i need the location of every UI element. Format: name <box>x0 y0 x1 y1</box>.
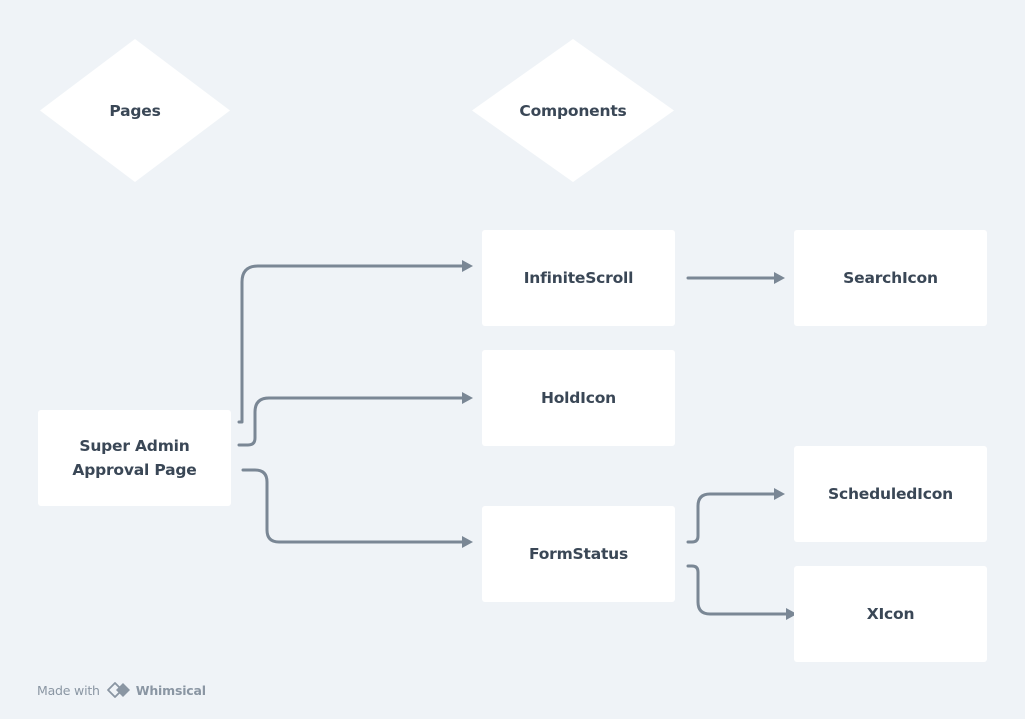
node-label: XIcon <box>866 605 915 623</box>
node-super-admin-approval-page[interactable]: Super Admin Approval Page <box>38 410 231 506</box>
node-x-icon[interactable]: XIcon <box>794 566 987 662</box>
made-with-whimsical-watermark[interactable]: Made with Whimsical <box>37 680 206 700</box>
whimsical-logo-icon <box>106 682 130 698</box>
node-label: HoldIcon <box>540 389 617 407</box>
node-search-icon[interactable]: SearchIcon <box>794 230 987 326</box>
node-scheduled-icon[interactable]: ScheduledIcon <box>794 446 987 542</box>
arrowhead-hold-icon <box>462 392 473 404</box>
edge-super-admin-to-hold-icon <box>237 396 465 447</box>
node-hold-icon[interactable]: HoldIcon <box>482 350 675 446</box>
lane-header-pages-label: Pages <box>109 101 161 120</box>
node-form-status[interactable]: FormStatus <box>482 506 675 602</box>
diamond-shape <box>40 39 230 182</box>
edge-super-admin-to-form-status <box>241 468 465 544</box>
arrowhead-scheduled-icon <box>774 488 785 500</box>
node-label-line: Approval Page <box>72 461 197 479</box>
node-infinite-scroll[interactable]: InfiniteScroll <box>482 230 675 326</box>
node-label: ScheduledIcon <box>828 485 953 503</box>
diamond-shape <box>472 39 674 182</box>
arrowhead-form-status <box>462 536 473 548</box>
edge-super-admin-to-infinite-scroll <box>237 264 465 424</box>
node-label: InfiniteScroll <box>523 269 634 287</box>
edge-form-status-to-scheduled-icon <box>686 492 777 544</box>
lane-header-pages: Pages <box>39 38 231 183</box>
watermark-prefix: Made with <box>37 682 100 698</box>
lane-header-components-label: Components <box>519 101 627 120</box>
node-label: FormStatus <box>528 545 629 563</box>
lane-header-components: Components <box>471 38 675 183</box>
arrowhead-search-icon <box>774 272 785 284</box>
edge-form-status-to-x-icon <box>686 564 789 616</box>
node-label-line: Super Admin <box>79 437 190 455</box>
arrowhead-infinite-scroll <box>462 260 473 272</box>
arrowhead-x-icon <box>786 608 797 620</box>
watermark-brand: Whimsical <box>135 682 206 698</box>
node-label: SearchIcon <box>843 269 938 287</box>
